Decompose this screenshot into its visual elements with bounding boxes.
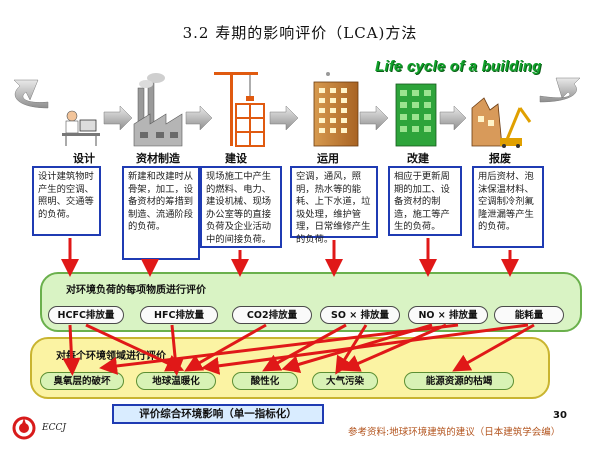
eccj-logo-icon: [12, 416, 36, 440]
eccj-logo-text: ECCJ: [42, 423, 66, 433]
arrow-nox-ozone: [99, 323, 459, 375]
flow-arrow-5-icon: [439, 105, 467, 131]
inventory-item-sox: SO × 排放量: [320, 306, 400, 324]
stage-label-renovation: 改建: [407, 152, 429, 165]
inventory-item-nox: NO × 排放量: [408, 306, 488, 324]
cycle-arrow-right-icon: [539, 77, 581, 103]
stage-desc-design: 设计建筑物时产生的空调、照明、交通等的负荷。: [32, 166, 101, 236]
arrow-energy-warming: [201, 323, 529, 375]
reference-note: 参考资料:地球环境建筑的建议（日本建筑学会编）: [348, 427, 561, 438]
stage-desc-demolition: 用后资材、泡沫保温材料、空调制冷剂氟隆泄漏等产生的负荷。: [472, 166, 544, 248]
cycle-arrow-left-icon: [13, 79, 49, 109]
designer-icon: [62, 110, 100, 146]
stage-desc-operation: 空调，通风，照明，热水等的能耗、上下水道，垃圾处理，维护管理，日常维修产生的负荷…: [290, 166, 378, 245]
stage-desc-materials: 新建和改建时从骨架，加工，设备资材的筹措到制造、流通阶段的负荷。: [122, 166, 200, 260]
flow-arrow-1-icon: [103, 105, 133, 131]
stage-desc-renovation: 相应于更新周期的加工、设备资材的制造，施工等产生的负荷。: [388, 166, 462, 236]
flow-arrow-2-icon: [185, 105, 213, 131]
arrow-hcfc-ozone: [62, 324, 81, 376]
impact-item-acidification: 酸性化: [232, 372, 298, 390]
lifecycle-illustration-strip: [13, 72, 581, 148]
inventory-item-hfc: HFC排放量: [140, 306, 218, 324]
page-number: 30: [553, 410, 567, 421]
lifecycle-title: Life cycle of a building: [375, 58, 542, 75]
impact-item-resource-depletion: 能源资源的枯竭: [404, 372, 514, 390]
final-evaluation-box: 评价综合环境影响（单一指标化）: [112, 404, 324, 424]
inventory-item-hcfc: HCFC排放量: [48, 306, 124, 324]
crane-construction-icon: [214, 72, 265, 147]
impact-panel-title: 对每个环境领域进行评价: [56, 351, 166, 362]
stage-label-design: 设计: [73, 152, 95, 165]
stage-label-construction: 建设: [225, 152, 247, 165]
arrow-energy-resources: [452, 323, 535, 372]
stage-desc-construction: 现场施工中产生的燃料、电力、建设机械、现场办公室等的直接负荷及企业活动中的间接负…: [200, 166, 282, 248]
page-title: 3.2 寿期的影响评价（LCA)方法: [182, 24, 418, 42]
stage-label-operation: 运用: [317, 152, 339, 165]
stage-label-demolition: 报废: [489, 152, 511, 165]
factory-icon: [133, 73, 183, 147]
inventory-panel-title: 对环境负荷的每项物质进行评价: [66, 285, 206, 296]
inventory-item-energy: 能耗量: [494, 306, 564, 324]
impact-item-ozone: 臭氧层的破坏: [40, 372, 124, 390]
flow-arrow-3-icon: [269, 105, 299, 131]
demolition-icon: [471, 97, 532, 148]
renovated-building-icon: [395, 83, 437, 147]
arrow-nox-air: [341, 323, 447, 372]
flow-arrow-4-icon: [359, 105, 389, 131]
inventory-panel: 对环境负荷的每项物质进行评价: [40, 272, 582, 332]
stage-label-materials: 资材制造: [136, 152, 180, 165]
operating-building-icon: [313, 72, 359, 147]
inventory-item-co2: CO2排放量: [232, 306, 312, 324]
